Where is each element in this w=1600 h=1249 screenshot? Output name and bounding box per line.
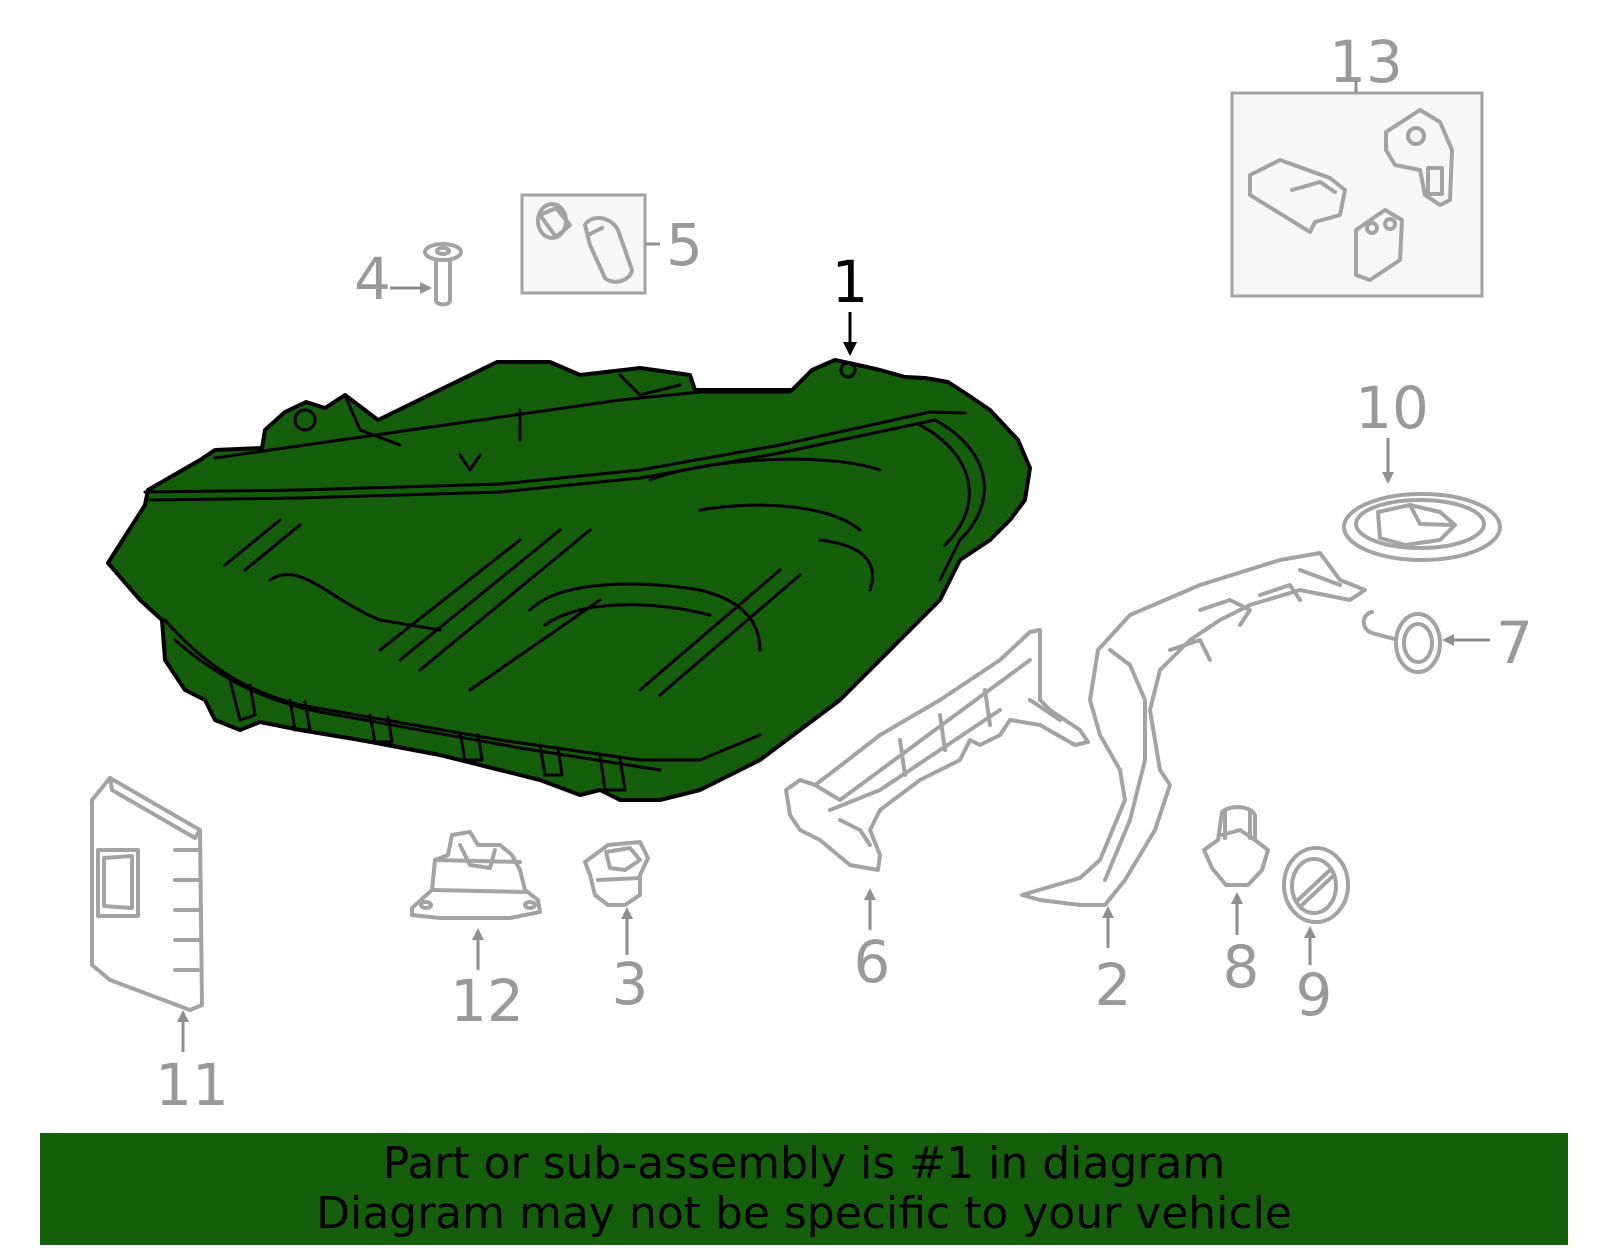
part-12-igniter[interactable]: 12 — [410, 830, 542, 1035]
part-3-clip[interactable]: 3 — [583, 840, 650, 1018]
callout-1-group: 1 — [832, 248, 869, 356]
info-banner: Part or sub-assembly is #1 in diagram Di… — [40, 1133, 1568, 1245]
callout-8: 8 — [1223, 933, 1260, 1001]
part-2-mounting-bracket[interactable]: 2 — [1020, 551, 1367, 1019]
callout-5: 5 — [666, 211, 703, 279]
part-4-screw[interactable]: 4 — [354, 242, 463, 313]
callout-2: 2 — [1095, 951, 1132, 1019]
part-11-control-module[interactable]: 11 — [90, 776, 229, 1119]
part-8-bulb-holder[interactable]: 8 — [1202, 805, 1270, 1001]
callout-12: 12 — [450, 967, 524, 1035]
callout-7: 7 — [1496, 609, 1533, 677]
callout-3: 3 — [612, 950, 649, 1018]
info-banner-line-2: Diagram may not be specific to your vehi… — [316, 1188, 1292, 1239]
part-10-cover-cap[interactable]: 10 — [1342, 374, 1502, 562]
callout-1: 1 — [832, 248, 869, 316]
part-1-headlamp-assembly[interactable] — [106, 358, 1032, 802]
part-5-bulb[interactable]: 5 — [520, 193, 703, 295]
part-13-bracket-kit[interactable]: 13 — [1230, 28, 1484, 298]
callout-13: 13 — [1329, 28, 1403, 96]
callout-10: 10 — [1355, 374, 1429, 442]
callout-9: 9 — [1296, 961, 1333, 1029]
part-9-access-cap[interactable]: 9 — [1282, 846, 1350, 1029]
part-7-socket[interactable]: 7 — [1361, 609, 1533, 677]
info-banner-line-1: Part or sub-assembly is #1 in diagram — [382, 1138, 1226, 1189]
callout-6: 6 — [854, 928, 891, 996]
part-6-support-rail[interactable]: 6 — [784, 628, 1090, 996]
callout-11: 11 — [155, 1051, 229, 1119]
callout-4: 4 — [354, 245, 391, 313]
info-banner-background — [40, 1133, 1568, 1245]
